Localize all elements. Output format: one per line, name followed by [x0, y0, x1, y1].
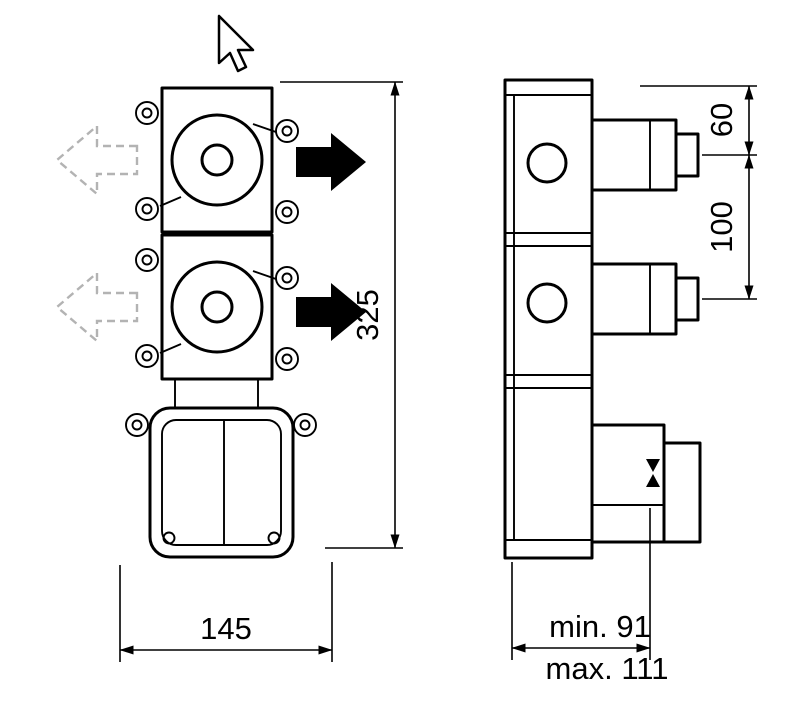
mixer-body-box — [125, 406, 317, 559]
dimension-label-depth-max: max. 111 — [546, 651, 669, 686]
flow-arrow-right-top-icon — [296, 133, 366, 191]
mounting-ear — [125, 413, 149, 437]
side-connector-top — [590, 118, 700, 192]
mounting-ear — [293, 413, 317, 437]
valve-module-top — [136, 88, 298, 232]
dimension-label-depth-min: min. 91 — [549, 609, 651, 644]
dimension-label-overall-width: 145 — [200, 611, 252, 646]
valve-module-bottom — [136, 235, 298, 379]
valve-symbol-icon — [646, 459, 660, 472]
mouse-cursor-icon — [217, 14, 255, 73]
dimension-label-port-spacing: 100 — [704, 201, 739, 253]
screw-hole — [267, 531, 281, 545]
dimension-label-port-top-offset: 60 — [704, 103, 739, 137]
side-outlet-assembly — [590, 423, 702, 544]
dimension-overall-width: 145 — [119, 562, 333, 662]
side-port-circle-top — [526, 142, 568, 184]
valve-symbol-icon — [646, 474, 660, 487]
front-view — [55, 88, 366, 559]
side-view — [503, 78, 702, 560]
dimension-port-top-offset: 60 — [640, 85, 757, 156]
dimension-label-overall-height: 325 — [350, 289, 385, 341]
dimension-depth: min. 91 max. 111 — [511, 508, 669, 686]
screw-hole — [162, 531, 176, 545]
flow-arrow-left-top-icon — [55, 124, 139, 196]
dimension-overall-height: 325 — [280, 81, 403, 549]
dimension-port-spacing: 100 — [702, 154, 757, 300]
side-connector-bottom — [590, 262, 700, 336]
side-body — [503, 78, 594, 560]
flow-arrow-left-bottom-icon — [55, 271, 139, 343]
side-port-circle-bottom — [526, 282, 568, 324]
